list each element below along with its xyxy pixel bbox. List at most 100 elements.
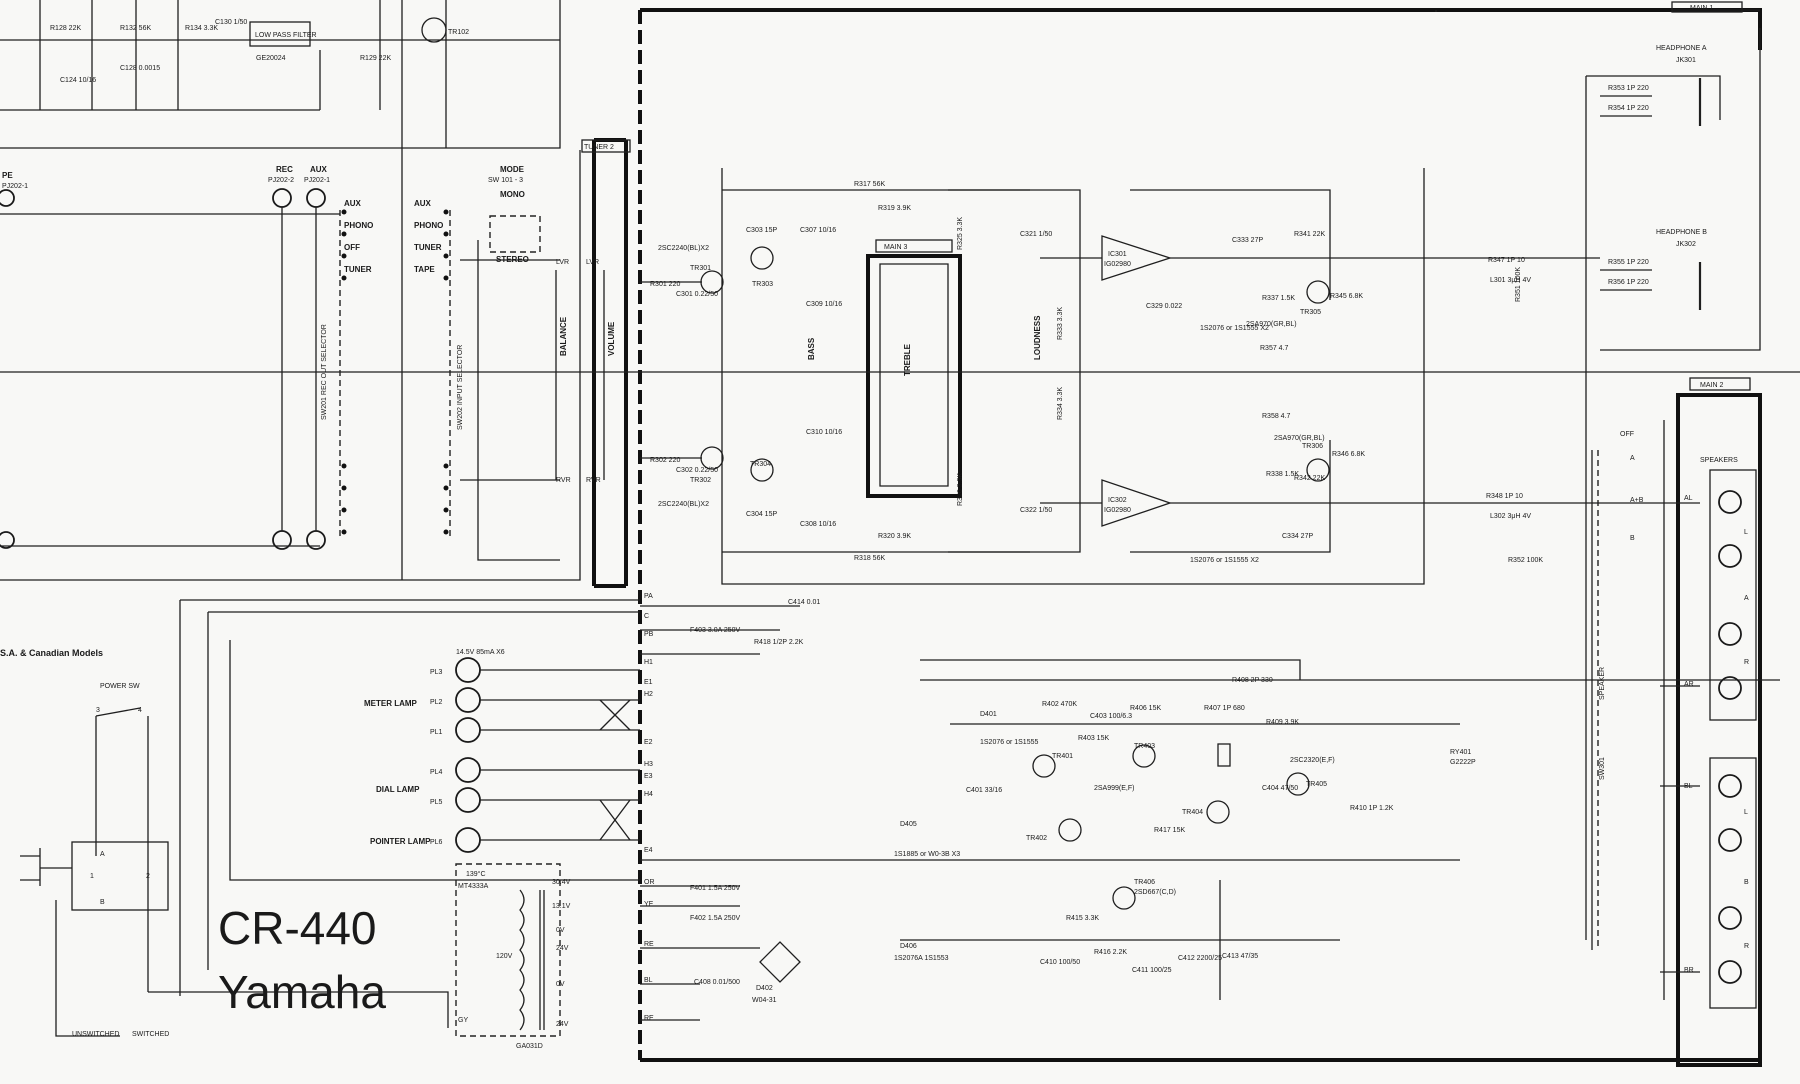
r357-label: R357 4.7 [1260,345,1289,352]
tap-13v: 13.1V [552,903,571,910]
tr402-part: 2SC2320(E,F) [1290,757,1335,764]
relay-part: G2222P [1450,759,1476,766]
ic302-label: IC302 [1108,497,1127,504]
sel-opt-off: OFF [344,243,360,252]
tap-0v-1: 0V [556,927,565,934]
power-input: S.A. & Canadian Models POWER SW 3 4 A B … [0,648,449,1038]
pointer-lamp-label: POINTER LAMP [370,837,431,846]
ic301-label: IC301 [1108,251,1127,258]
rec-jack-icon [272,188,292,208]
headphone-a-ref: JK301 [1676,57,1696,64]
transformer-box [455,863,561,1037]
lamp-pl1: PL1 [430,729,443,736]
volume-balance: TUNER 2 LVR LVR RVR RVR BALANCE VOLUME [555,139,631,484]
c309-label: C309 10/16 [806,301,842,308]
tuner-pin-3: RVR [556,477,571,484]
spk-opt-off: OFF [1620,431,1634,438]
c412-label: C412 2200/25 [1178,955,1222,962]
sel-opt-tuner: TUNER [344,265,372,274]
tr403-symbol [1132,744,1156,768]
r410-label: R410 1P 1.2K [1350,805,1394,812]
aux-label: AUX [310,165,328,174]
tr402-symbol [1058,818,1082,842]
main2-label: MAIN 2 [1700,382,1723,389]
spk-opt-b: B [1630,535,1635,542]
power-pin-4: 4 [138,707,142,714]
switched-label: SWITCHED [132,1031,169,1038]
lamp-pl2: PL2 [430,699,443,706]
r301-label: R301 220 [650,281,680,288]
tr304-label: TR304 [750,461,771,468]
tap-24v-1: 24V [556,945,569,952]
aux-jack-icon [306,188,326,208]
ic301-part: IG02980 [1104,261,1131,268]
tr401-part: 2SA999(E,F) [1094,785,1134,792]
tuner-pin-4: RVR [586,477,601,484]
protection-circuit: TR401 TR402 TR403 TR404 TR405 TR406 2SD6… [640,639,1780,1004]
preamp-stage: TR301 TR302 TR303 TR304 2SC2240(BL)X2 2S… [640,181,1800,562]
tr401-label: TR401 [1052,753,1073,760]
power-connector-box [71,841,169,911]
tuner-pin-2: LVR [556,259,569,266]
r418-label: R418 1/2P 2.2K [754,639,804,646]
d406-label: D406 [900,943,917,950]
in-opt-aux: AUX [414,199,432,208]
switch-contacts [341,209,449,535]
thermal-temp-label: 139°C [466,870,486,878]
unswitched-label: UNSWITCHED [72,1031,119,1038]
tr302-symbol [700,446,724,470]
tape-cut-ref: PJ202-1 [2,183,28,190]
spk-tab-r1: R [1744,659,1749,666]
r342-label: R342 22K [1294,475,1325,482]
c303-label: C303 15P [746,227,777,234]
r132-label: R132 56K [120,25,151,32]
primary-v-label: 120V [496,953,513,960]
transformer-label: GA031D [516,1043,543,1050]
tape-cut-label: PE [2,171,13,180]
thermal-label: MT4333A [458,883,489,890]
sel-opt-aux: AUX [344,199,362,208]
mono-label: MONO [500,190,525,199]
r302-label: R302 220 [650,457,680,464]
speaker-a-block [1709,469,1757,721]
d406-part: 1S2076A 1S1553 [894,955,949,962]
tr305-part: 2SA970(GR,BL) [1246,321,1297,328]
c124-label: C124 10/16 [60,77,96,84]
r334-label: R334 3.3K [1057,387,1064,420]
c322-label: C322 1/50 [1020,507,1052,514]
tuner-pin-1: LVR [586,259,599,266]
c408-label: C408 0.01/500 [694,979,740,986]
f402-label: F402 1.5A 250V [690,915,741,922]
low-pass-filter-box [249,21,311,47]
aux-ref: PJ202-1 [304,177,330,184]
bridge-rectifier-symbol [759,941,801,983]
r348-label: R348 1P 10 [1486,493,1523,500]
ic302-part: IG02980 [1104,507,1131,514]
headphone-a-label: HEADPHONE A [1656,45,1707,52]
d401-label: D401 [980,711,997,718]
rec-label: REC [276,165,293,174]
low-pass-part: GE20024 [256,55,286,62]
bass-label: BASS [807,337,816,360]
speaker-switch-label: SPEAKER [1599,667,1606,700]
power-sw-label: POWER SW [100,683,140,690]
mode-label: MODE [500,165,525,174]
r415-label: R415 3.3K [1066,915,1099,922]
relay-label: RY401 [1450,749,1471,756]
tr403-label: TR403 [1134,743,1155,750]
tr301-label: TR301 [690,265,711,272]
c411-label: C411 100/25 [1132,967,1172,974]
bus-pb: PB [644,631,654,638]
mode-switch-box [489,215,541,253]
r345-label: R345 6.8K [1330,293,1363,300]
low-pass-filter-label: LOW PASS FILTER [255,32,317,39]
spk-tab-l1: L [1744,529,1748,536]
r129-label: R129 22K [360,55,391,62]
r403-label: R403 15K [1078,735,1109,742]
bus-e4: E4 [644,847,653,854]
tap-24v-2: 24V [556,1021,569,1028]
c301-label: C301 0.22/50 [676,291,718,298]
c410-label: C410 100/50 [1040,959,1080,966]
tr402-label: TR402 [1026,835,1047,842]
c308-label: C308 10/16 [800,521,836,528]
